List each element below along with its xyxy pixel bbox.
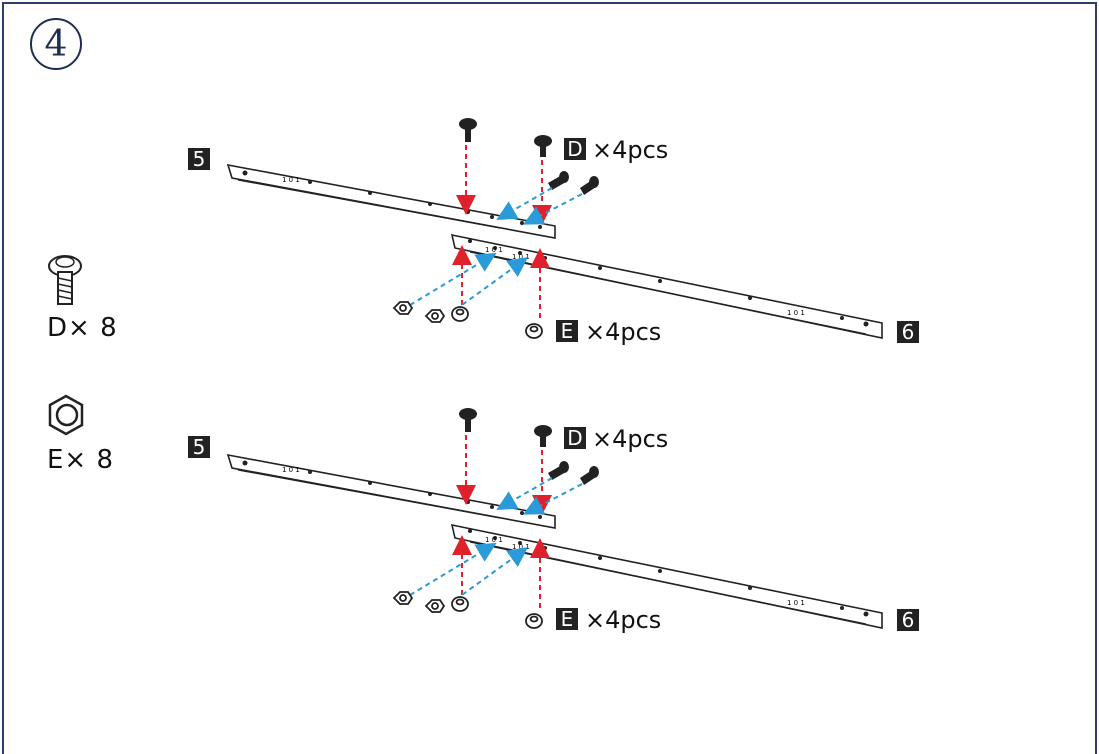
- step-number: 4: [44, 23, 68, 65]
- screw-part-letter: D: [564, 138, 586, 160]
- screw-icon: [48, 255, 82, 305]
- legend-nut-label: E× 8: [47, 445, 115, 475]
- assembly-bottom: [228, 408, 882, 628]
- screw-quantity: ×4pcs: [592, 425, 669, 453]
- legend-screw-label: D× 8: [47, 313, 118, 343]
- nut-part-letter: E: [556, 320, 578, 342]
- step-number-badge: 4: [30, 18, 82, 70]
- nut-part-letter: E: [556, 608, 578, 630]
- rail-6-label: 6: [897, 609, 919, 631]
- rail-5-label: 5: [188, 148, 210, 170]
- nut-quantity: ×4pcs: [585, 318, 662, 346]
- screw-part-letter: D: [564, 427, 586, 449]
- nut-icon: [48, 394, 84, 436]
- nut-quantity: ×4pcs: [585, 606, 662, 634]
- assembly-top: [228, 118, 882, 338]
- screw-quantity: ×4pcs: [592, 136, 669, 164]
- rail-5-label: 5: [188, 436, 210, 458]
- rail-6-label: 6: [897, 321, 919, 343]
